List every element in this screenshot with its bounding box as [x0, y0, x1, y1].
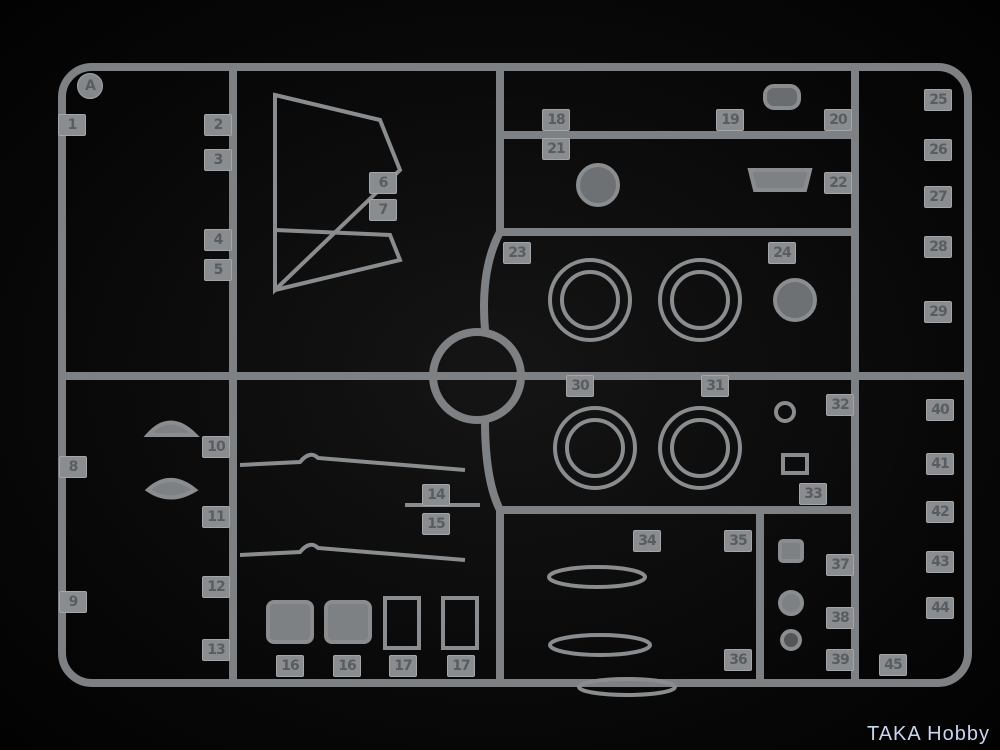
part-number-tag: 29 — [924, 301, 952, 323]
part-number-tag: 13 — [202, 639, 230, 661]
part-number-tag: 40 — [926, 399, 954, 421]
part-number-tag: 2 — [204, 114, 232, 136]
part-number-tag: 45 — [879, 654, 907, 676]
part-number-tag: 17 — [389, 655, 417, 677]
part-number-tag: 23 — [503, 242, 531, 264]
part-number-tag: 20 — [824, 109, 852, 131]
part-number-tag: 32 — [826, 394, 854, 416]
part-number-tag: 30 — [566, 375, 594, 397]
part-number-tag: 33 — [799, 483, 827, 505]
part-number-tag: 8 — [59, 456, 87, 478]
part-number-tag: 34 — [633, 530, 661, 552]
part-number-tag: 11 — [202, 506, 230, 528]
part-number-tag: 9 — [59, 591, 87, 613]
part-number-tag: 1 — [58, 114, 86, 136]
part-number-tag: 28 — [924, 236, 952, 258]
part-number-tag: 6 — [369, 172, 397, 194]
part-number-tag: 37 — [826, 554, 854, 576]
part-number-tag: 27 — [924, 186, 952, 208]
part-number-tag: 25 — [924, 89, 952, 111]
part-number-tag: 42 — [926, 501, 954, 523]
part-number-tag: 38 — [826, 607, 854, 629]
part-number-tag: 19 — [716, 109, 744, 131]
part-number-tag: 15 — [422, 513, 450, 535]
part-number-tag: 39 — [826, 649, 854, 671]
part-number-tag: 16 — [333, 655, 361, 677]
part-number-tag: 12 — [202, 576, 230, 598]
part-number-tag: 21 — [542, 138, 570, 160]
part-number-tag: 5 — [204, 259, 232, 281]
parts — [143, 84, 817, 697]
part-number-tag: 10 — [202, 436, 230, 458]
part-number-tag: 18 — [542, 109, 570, 131]
part-number-tag: 22 — [824, 172, 852, 194]
part-number-tag: 35 — [724, 530, 752, 552]
part-number-tag: 44 — [926, 597, 954, 619]
part-number-tag: 3 — [204, 149, 232, 171]
part-number-tag: 7 — [369, 199, 397, 221]
part-number-tag: 24 — [768, 242, 796, 264]
part-number-tag: 36 — [724, 649, 752, 671]
part-number-tag: 26 — [924, 139, 952, 161]
part-number-tag: 14 — [422, 484, 450, 506]
part-number-tag: 31 — [701, 375, 729, 397]
part-number-tag: 41 — [926, 453, 954, 475]
watermark: TAKA Hobby — [866, 723, 990, 745]
part-number-tag: 17 — [447, 655, 475, 677]
part-number-tag: 16 — [276, 655, 304, 677]
sprue-letter-badge: A — [77, 73, 103, 99]
part-number-tag: 4 — [204, 229, 232, 251]
part-number-tag: 43 — [926, 551, 954, 573]
center-ring — [429, 328, 525, 424]
